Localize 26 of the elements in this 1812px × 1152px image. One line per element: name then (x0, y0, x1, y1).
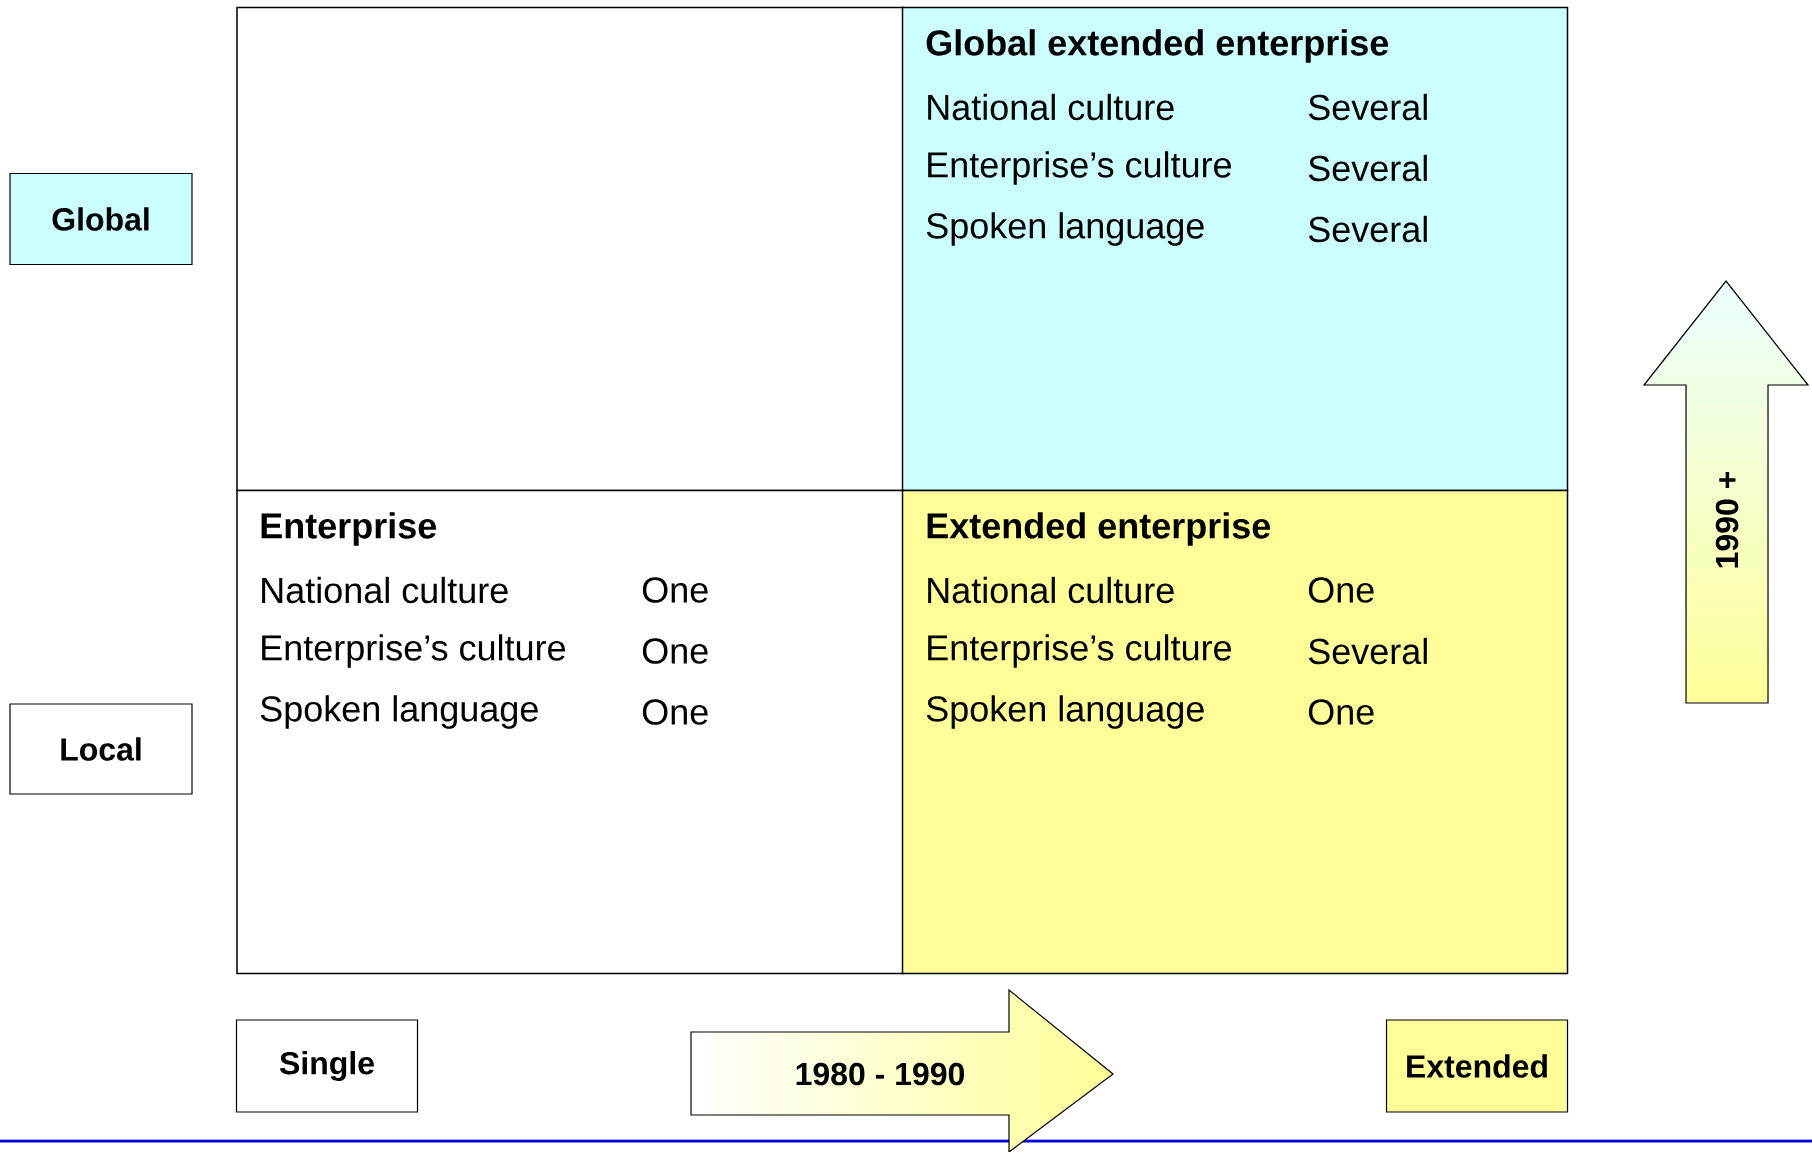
attribute-value: One (642, 638, 708, 664)
attribute-label: Enterprise’s culture (928, 634, 1231, 668)
attribute-value: One (1308, 577, 1374, 603)
attribute-value: Several (1308, 154, 1427, 182)
attribute-label: Enterprise’s culture (928, 151, 1231, 185)
quadrant-heading: Global extended enterprise (926, 29, 1389, 63)
attribute-value: Several (1308, 93, 1427, 121)
axis-label-box: Extended (1385, 1019, 1569, 1113)
axis-label-box: Single (235, 1019, 419, 1113)
quadrant-heading: Extended enterprise (927, 512, 1271, 546)
attribute-value: One (642, 577, 708, 603)
attribute-label: Enterprise’s culture (262, 634, 565, 668)
attribute-label: National culture (928, 93, 1174, 121)
attribute-label: National culture (262, 576, 508, 604)
attribute-label: Spoken language (260, 695, 538, 729)
attribute-label: National culture (928, 576, 1174, 604)
attribute-value: One (642, 699, 708, 725)
attribute-label: Spoken language (926, 212, 1204, 246)
attribute-value: Several (1308, 637, 1427, 665)
axis-label-box: Global (9, 172, 193, 266)
attribute-value: Several (1308, 215, 1427, 243)
axis-label-box: Local (9, 703, 193, 795)
quadrant-box (236, 6, 904, 492)
quadrant-heading: Enterprise (261, 512, 437, 546)
attribute-value: One (1308, 699, 1374, 725)
attribute-label: Spoken language (926, 695, 1204, 729)
